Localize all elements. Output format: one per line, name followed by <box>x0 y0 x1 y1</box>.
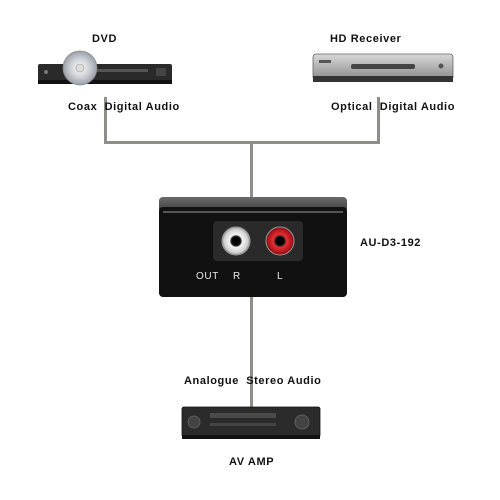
hd-receiver <box>311 50 455 86</box>
converter-input-cable <box>250 141 253 201</box>
amp-cable <box>250 295 253 413</box>
converter-port-r: R <box>233 271 241 282</box>
receiver-title: HD Receiver <box>330 33 402 45</box>
amp-title: AV AMP <box>229 456 275 468</box>
converter-port-l: L <box>277 271 284 282</box>
amp-connection-label: Analogue Stereo Audio <box>184 375 322 387</box>
converter-port-out: OUT <box>196 271 219 282</box>
dvd-player <box>36 50 174 92</box>
dvd-connection-label: Coax Digital Audio <box>68 101 180 113</box>
receiver-cable <box>377 97 380 143</box>
input-bus-cable <box>104 141 380 144</box>
receiver-connection-label: Optical Digital Audio <box>331 101 456 113</box>
av-amp <box>180 405 322 441</box>
dvd-cable <box>104 97 107 143</box>
converter-box <box>159 197 347 297</box>
dvd-title: DVD <box>92 33 118 45</box>
converter-model-label: AU-D3-192 <box>360 237 422 249</box>
